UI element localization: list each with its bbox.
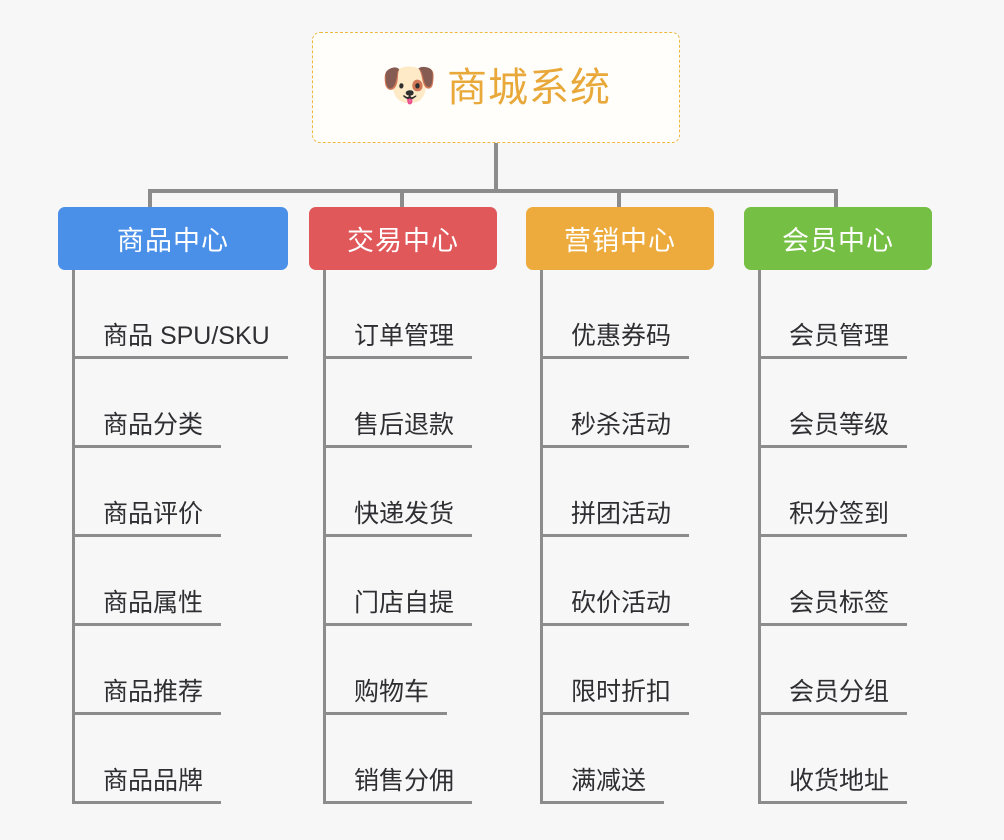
leaf-item[interactable]: 积分签到 [761,448,932,537]
leaf-item-label: 商品属性 [75,589,222,626]
leaf-item[interactable]: 限时折扣 [543,626,714,715]
connector-root-stem [494,143,498,191]
leaf-item[interactable]: 砍价活动 [543,537,714,626]
connector-horizontal-bar [148,189,838,193]
leaf-item[interactable]: 会员分组 [761,626,932,715]
leaf-list-marketing-center: 优惠券码 秒杀活动 拼团活动 砍价活动 限时折扣 满减送 [540,270,714,804]
leaf-list-trade-center: 订单管理 售后退款 快递发货 门店自提 购物车 销售分佣 [323,270,497,804]
leaf-item-label: 会员管理 [761,322,908,359]
leaf-item[interactable]: 商品推荐 [75,626,288,715]
leaf-item-label: 满减送 [543,767,665,804]
leaf-item-label: 会员分组 [761,678,908,715]
leaf-list-member-center: 会员管理 会员等级 积分签到 会员标签 会员分组 收货地址 [758,270,932,804]
branch-marketing-center: 营销中心 优惠券码 秒杀活动 拼团活动 砍价活动 限时折扣 满减送 [526,207,714,804]
shiba-dog-face-icon: 🐶 [381,58,438,110]
branch-header-trade-center[interactable]: 交易中心 [309,207,497,270]
leaf-item-label: 销售分佣 [326,767,473,804]
leaf-item-label: 商品推荐 [75,678,222,715]
leaf-item[interactable]: 收货地址 [761,715,932,804]
leaf-item-label: 商品品牌 [75,767,222,804]
leaf-item-label: 购物车 [326,678,448,715]
leaf-item-label: 商品 SPU/SKU [75,322,288,359]
leaf-item[interactable]: 拼团活动 [543,448,714,537]
leaf-item[interactable]: 会员标签 [761,537,932,626]
root-node-title: 商城系统 [447,65,611,110]
leaf-item-label: 售后退款 [326,411,473,448]
leaf-item[interactable]: 售后退款 [326,359,497,448]
leaf-item-label: 商品分类 [75,411,222,448]
leaf-item-label: 拼团活动 [543,500,690,537]
connector-drop-3 [617,189,621,209]
leaf-item[interactable]: 商品属性 [75,537,288,626]
leaf-item[interactable]: 销售分佣 [326,715,497,804]
branch-header-label: 商品中心 [117,226,229,256]
branch-header-marketing-center[interactable]: 营销中心 [526,207,714,270]
leaf-item-label: 订单管理 [326,322,473,359]
leaf-item-label: 砍价活动 [543,589,690,626]
leaf-item-label: 限时折扣 [543,678,690,715]
branch-product-center: 商品中心 商品 SPU/SKU 商品分类 商品评价 商品属性 商品推荐 商品品牌 [58,207,288,804]
leaf-item-label: 门店自提 [326,589,473,626]
connector-drop-2 [400,189,404,209]
connector-drop-1 [148,189,152,209]
leaf-item[interactable]: 会员管理 [761,270,932,359]
leaf-item[interactable]: 商品评价 [75,448,288,537]
leaf-list-product-center: 商品 SPU/SKU 商品分类 商品评价 商品属性 商品推荐 商品品牌 [72,270,288,804]
leaf-item-label: 商品评价 [75,500,222,537]
leaf-item-label: 快递发货 [326,500,473,537]
root-node-card[interactable]: 🐶 商城系统 [312,32,680,143]
leaf-item[interactable]: 快递发货 [326,448,497,537]
leaf-item[interactable]: 商品 SPU/SKU [75,270,288,359]
leaf-item-label: 收货地址 [761,767,908,804]
leaf-item[interactable]: 订单管理 [326,270,497,359]
leaf-item[interactable]: 门店自提 [326,537,497,626]
leaf-item[interactable]: 优惠券码 [543,270,714,359]
leaf-item[interactable]: 秒杀活动 [543,359,714,448]
branch-header-member-center[interactable]: 会员中心 [744,207,932,270]
leaf-item[interactable]: 会员等级 [761,359,932,448]
leaf-item-label: 积分签到 [761,500,908,537]
leaf-item-label: 会员等级 [761,411,908,448]
branch-header-label: 会员中心 [782,226,894,256]
branch-trade-center: 交易中心 订单管理 售后退款 快递发货 门店自提 购物车 销售分佣 [309,207,497,804]
branch-member-center: 会员中心 会员管理 会员等级 积分签到 会员标签 会员分组 收货地址 [744,207,932,804]
leaf-item[interactable]: 购物车 [326,626,497,715]
branch-header-product-center[interactable]: 商品中心 [58,207,288,270]
branch-header-label: 营销中心 [564,226,676,256]
branch-header-label: 交易中心 [347,226,459,256]
leaf-item[interactable]: 商品品牌 [75,715,288,804]
leaf-item[interactable]: 满减送 [543,715,714,804]
leaf-item[interactable]: 商品分类 [75,359,288,448]
leaf-item-label: 秒杀活动 [543,411,690,448]
leaf-item-label: 会员标签 [761,589,908,626]
connector-drop-4 [834,189,838,209]
leaf-item-label: 优惠券码 [543,322,690,359]
